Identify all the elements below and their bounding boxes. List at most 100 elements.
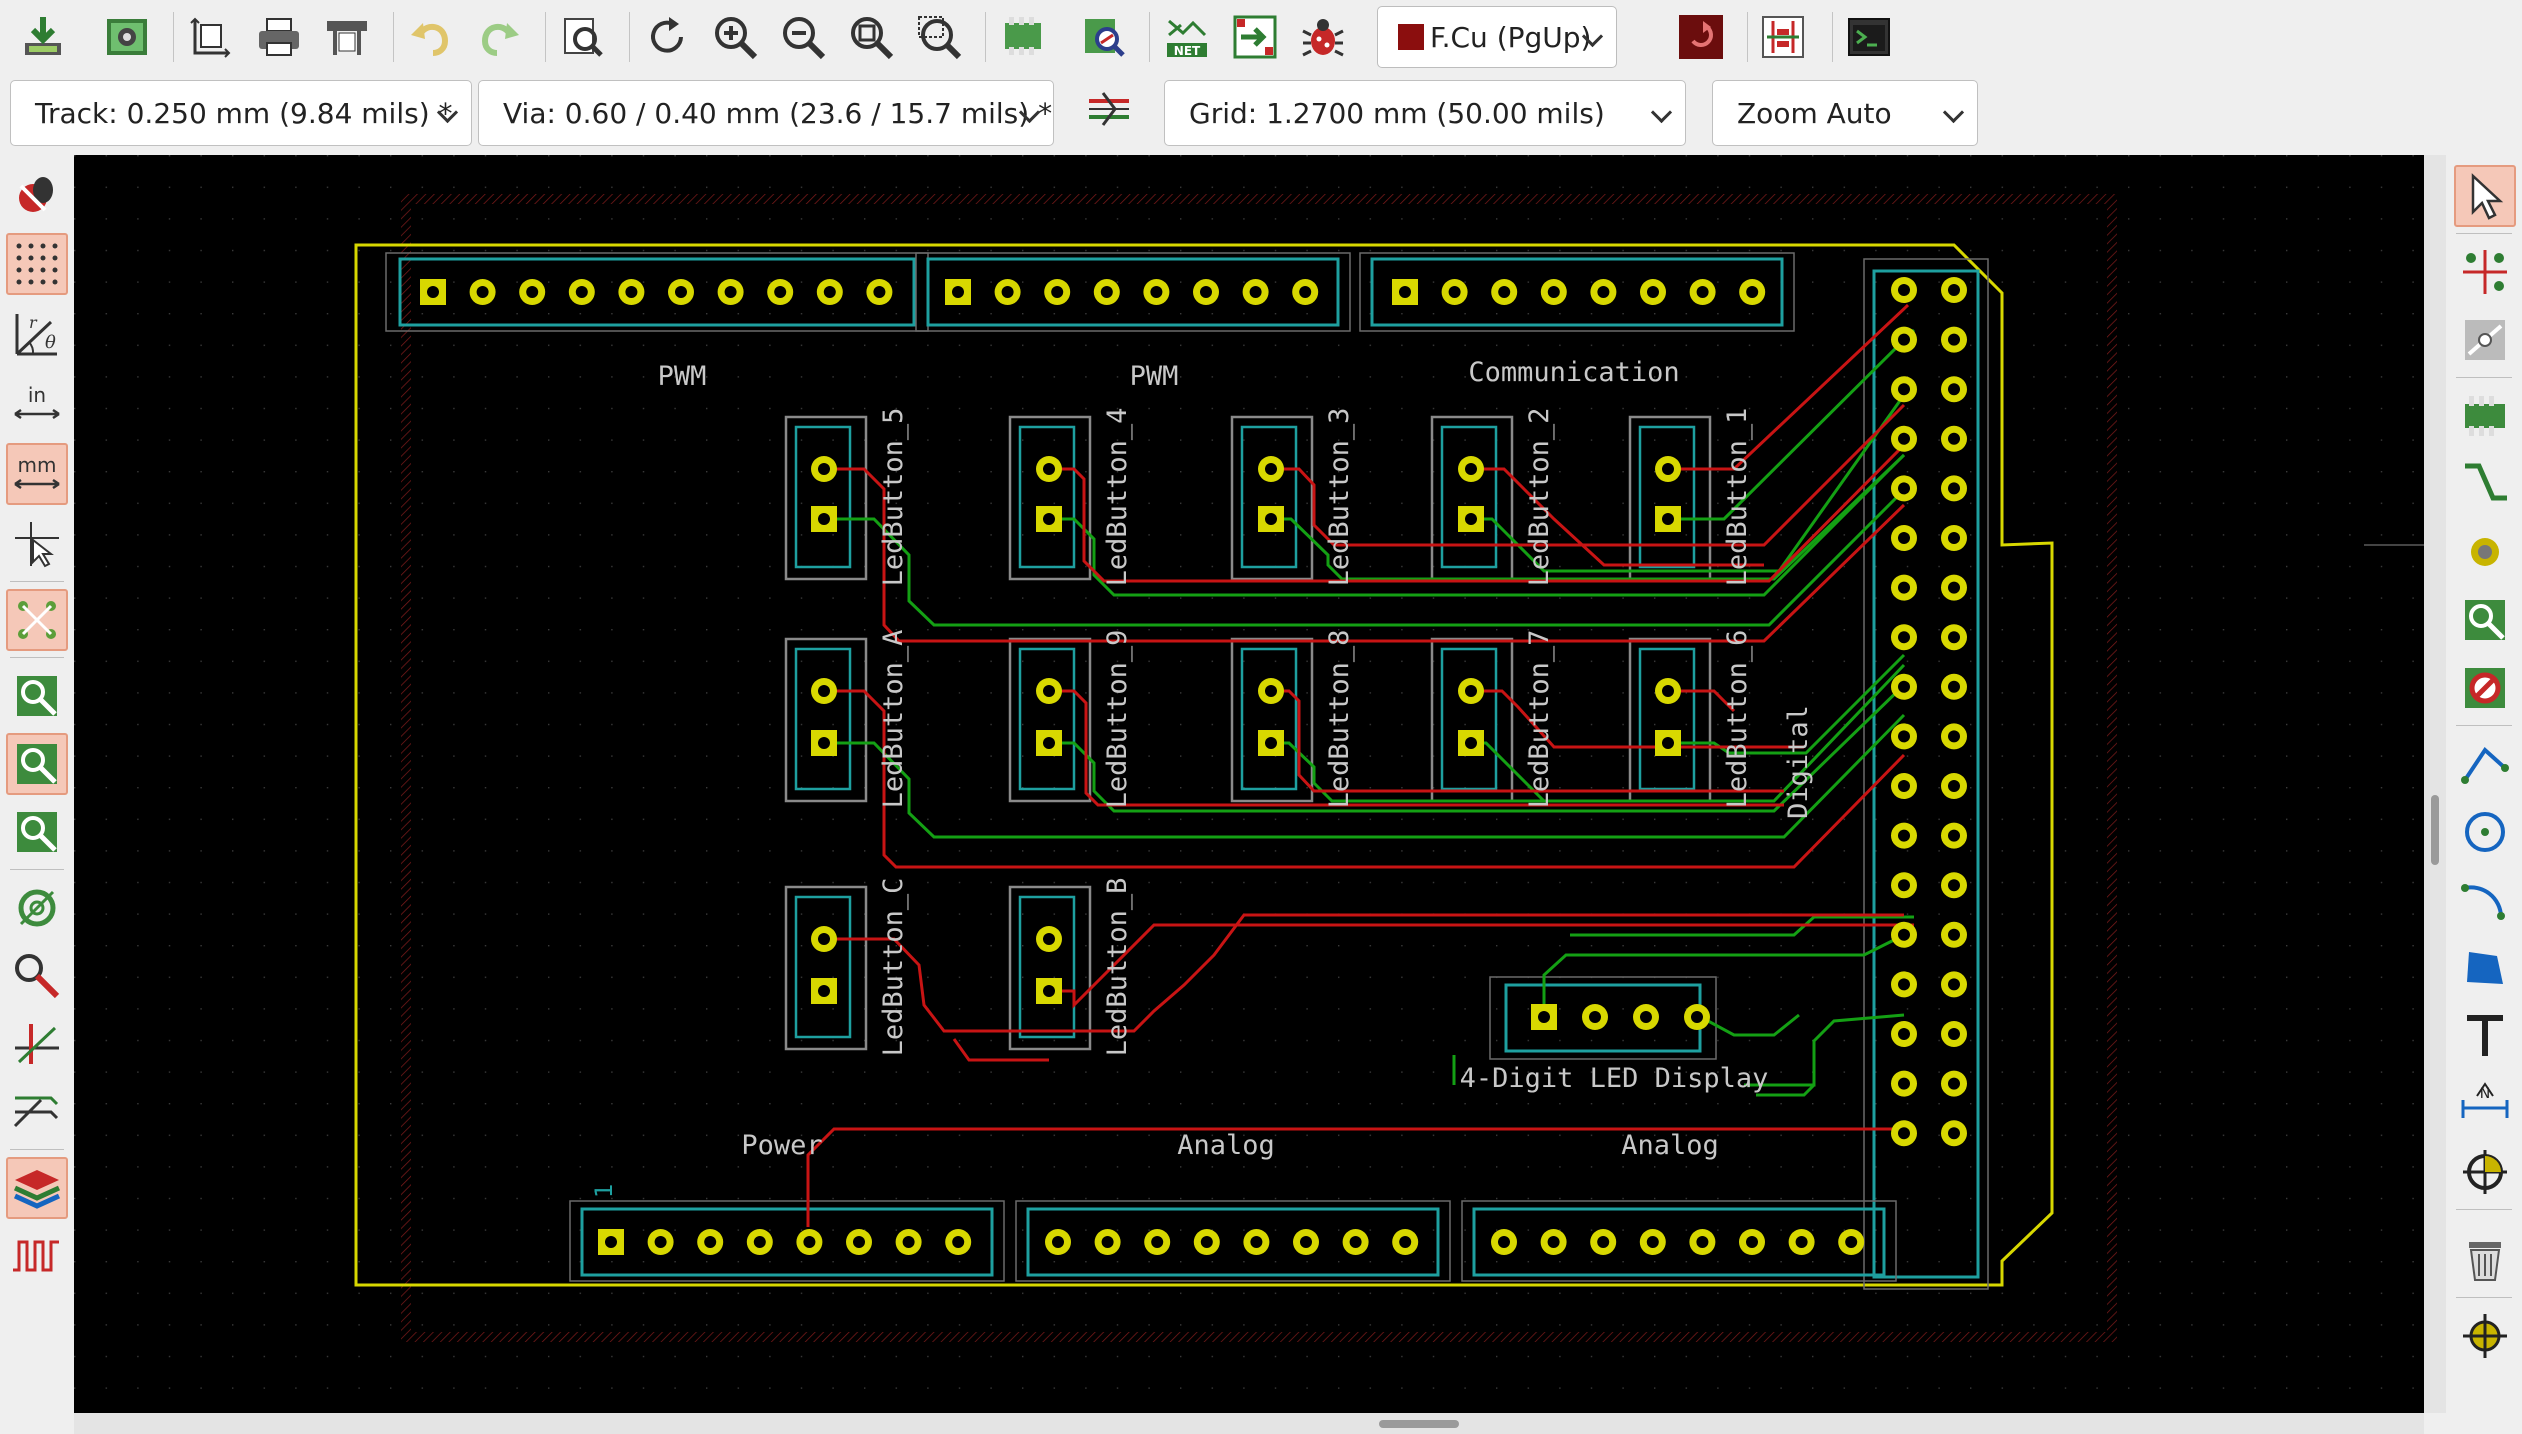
pad-hole bbox=[952, 1236, 965, 1248]
save-board-icon[interactable] bbox=[14, 8, 72, 66]
add-dimension-icon[interactable]: N bbox=[2454, 1073, 2516, 1135]
add-text-icon[interactable] bbox=[2454, 1005, 2516, 1067]
page-settings-icon[interactable] bbox=[182, 8, 240, 66]
redo-icon[interactable] bbox=[470, 8, 528, 66]
pad-hole bbox=[1265, 513, 1277, 525]
board-edge-cuts bbox=[354, 243, 2054, 1287]
vertical-scroll-thumb[interactable] bbox=[2431, 795, 2439, 865]
chevron-down-icon bbox=[1650, 101, 1673, 124]
pcb-canvas[interactable]: PWM PWM Communication Digital Power Anal… bbox=[74, 155, 2424, 1413]
button-label: LedButton_3 bbox=[1324, 408, 1355, 587]
pad-hole bbox=[1898, 631, 1910, 644]
undo-icon[interactable] bbox=[402, 8, 460, 66]
layer-color-swatch bbox=[1398, 24, 1424, 50]
grid-dots-icon[interactable] bbox=[6, 233, 68, 295]
pad-hole bbox=[1898, 780, 1910, 792]
vertical-scrollbar[interactable] bbox=[2424, 155, 2446, 1413]
microwave-icon[interactable] bbox=[6, 1081, 68, 1143]
pad-hole bbox=[1662, 513, 1674, 525]
vias-sketch-icon[interactable] bbox=[6, 733, 68, 795]
route-track-icon[interactable] bbox=[2454, 453, 2516, 515]
header-label: PWM bbox=[658, 361, 707, 392]
full-crosshair-icon[interactable] bbox=[6, 513, 68, 575]
plot-icon[interactable] bbox=[318, 8, 376, 66]
track-width-combo[interactable]: Track: 0.250 mm (9.84 mils) * bbox=[10, 80, 472, 146]
via-size-combo[interactable]: Via: 0.60 / 0.40 mm (23.6 / 15.7 mils) * bbox=[478, 80, 1054, 146]
pad-hole bbox=[1597, 1236, 1610, 1248]
draw-circle-icon[interactable] bbox=[2454, 801, 2516, 863]
auto-track-width-icon[interactable] bbox=[1080, 80, 1138, 138]
set-origin-icon[interactable] bbox=[2454, 1305, 2516, 1367]
pad-hole bbox=[1948, 730, 1960, 743]
draw-polygon-icon[interactable] bbox=[2454, 937, 2516, 999]
pad-hole bbox=[1898, 879, 1910, 892]
active-layer-combo[interactable]: F.Cu (PgUp) bbox=[1377, 6, 1617, 68]
zoom-fit-icon[interactable] bbox=[842, 8, 900, 66]
pad-hole bbox=[1662, 737, 1674, 749]
draw-arc-icon[interactable] bbox=[2454, 869, 2516, 931]
pad-hole bbox=[1948, 631, 1960, 644]
pad-hole bbox=[774, 286, 787, 298]
silkscreen: PWM PWM Communication Digital Power Anal… bbox=[590, 357, 1814, 1198]
drc-off-icon[interactable] bbox=[6, 163, 68, 225]
mm-units-icon[interactable]: mm bbox=[6, 443, 68, 505]
add-footprint-icon[interactable] bbox=[2454, 385, 2516, 447]
pin1-marker: 1 bbox=[590, 1184, 618, 1198]
netlist-icon[interactable]: NET bbox=[1158, 8, 1216, 66]
layer-pair-icon[interactable] bbox=[1672, 8, 1730, 66]
add-keepout-icon[interactable] bbox=[2454, 657, 2516, 719]
pad-hole bbox=[1898, 978, 1910, 991]
inches-units-icon[interactable]: in bbox=[6, 373, 68, 435]
pad-hole bbox=[853, 1236, 865, 1248]
pad-hole bbox=[1948, 978, 1960, 991]
pad-hole bbox=[1948, 780, 1960, 792]
zoom-combo[interactable]: Zoom Auto bbox=[1712, 80, 1978, 146]
footprint-browser-icon[interactable] bbox=[1074, 8, 1132, 66]
pad-hole bbox=[1948, 1028, 1960, 1040]
layers-manager-icon[interactable] bbox=[6, 1157, 68, 1219]
delete-icon[interactable] bbox=[2454, 1229, 2516, 1291]
zoom-in-icon[interactable] bbox=[706, 8, 764, 66]
zone-fill-icon[interactable] bbox=[6, 945, 68, 1007]
pad-hole bbox=[818, 737, 830, 749]
scripting-console-icon[interactable] bbox=[1840, 8, 1898, 66]
horizontal-scroll-thumb[interactable] bbox=[1379, 1420, 1459, 1428]
pad-hole bbox=[1052, 1236, 1064, 1248]
drc-bug-icon[interactable] bbox=[1294, 8, 1352, 66]
zoom-out-icon[interactable] bbox=[774, 8, 832, 66]
pad-hole bbox=[1898, 829, 1910, 842]
script-icon[interactable] bbox=[1754, 8, 1812, 66]
horizontal-scrollbar[interactable] bbox=[74, 1413, 2424, 1434]
pad-hole bbox=[803, 1236, 816, 1248]
zoom-selection-icon[interactable] bbox=[910, 8, 968, 66]
footprint-editor-icon[interactable] bbox=[994, 8, 1052, 66]
print-icon[interactable] bbox=[250, 8, 308, 66]
board-setup-icon[interactable] bbox=[98, 8, 156, 66]
local-ratsnest-icon[interactable] bbox=[2454, 241, 2516, 303]
select-arrow-icon[interactable] bbox=[2454, 165, 2516, 227]
pad-hole bbox=[1300, 1236, 1312, 1248]
update-from-schematic-icon[interactable] bbox=[1226, 8, 1284, 66]
zone-outline-icon[interactable] bbox=[6, 877, 68, 939]
pad-hole bbox=[1898, 1127, 1910, 1140]
find-icon[interactable] bbox=[554, 8, 612, 66]
ratsnest-icon[interactable] bbox=[6, 589, 68, 651]
board-drawing[interactable]: PWM PWM Communication Digital Power Anal… bbox=[74, 155, 2424, 1413]
pads-sketch-icon[interactable] bbox=[6, 665, 68, 727]
add-via-icon[interactable] bbox=[2454, 521, 2516, 583]
net-highlight-icon[interactable] bbox=[6, 1013, 68, 1075]
length-tuning-icon[interactable] bbox=[6, 1225, 68, 1287]
add-zone-icon[interactable] bbox=[2454, 589, 2516, 651]
pad-hole bbox=[1898, 482, 1910, 495]
pad-hole bbox=[1898, 1028, 1910, 1040]
grid-size-combo[interactable]: Grid: 1.2700 mm (50.00 mils) bbox=[1164, 80, 1686, 146]
redraw-icon[interactable] bbox=[638, 8, 696, 66]
pad-hole bbox=[753, 1236, 766, 1248]
pad-hole bbox=[1051, 286, 1064, 298]
draw-line-icon[interactable] bbox=[2454, 733, 2516, 795]
tracks-sketch-icon[interactable] bbox=[6, 801, 68, 863]
add-target-icon[interactable] bbox=[2454, 1141, 2516, 1203]
highlight-net-icon[interactable] bbox=[2454, 309, 2516, 371]
button-label: LedButton_1 bbox=[1722, 408, 1753, 587]
